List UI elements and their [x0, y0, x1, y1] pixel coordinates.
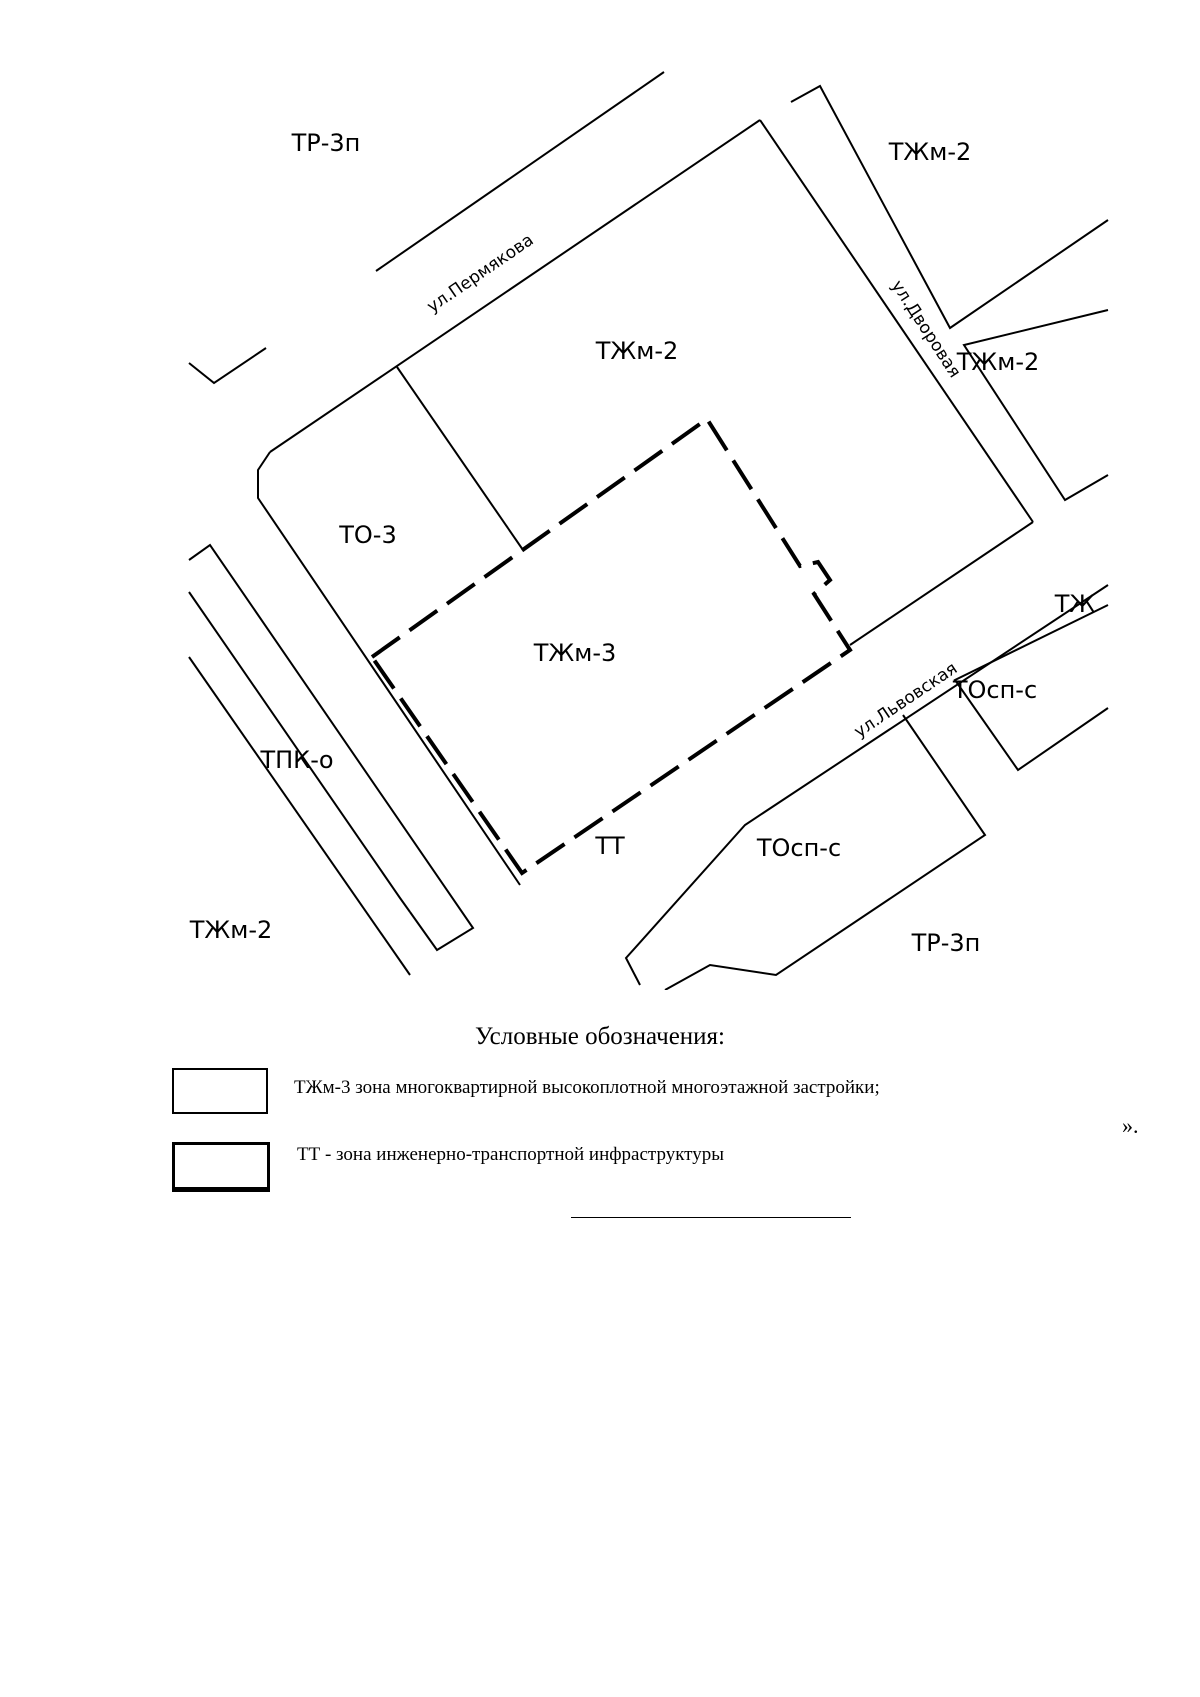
- legend-title: Условные обозначения:: [474, 1023, 726, 1050]
- block-outline: [790, 84, 1109, 330]
- street-label-permyakova: ул.Пермякова: [424, 230, 538, 317]
- tzhm3-boundary: [370, 416, 853, 876]
- zoning-map: ТР-3п ТЖм-2 ТЖм-2 ТЖм-2 ТО-3 ТЖм-3 ТПК-о…: [188, 71, 1109, 990]
- zone-label-tr3p-bottom: ТР-3п: [911, 929, 981, 957]
- zone-label-tosp-c-right: ТОсп-с: [952, 676, 1037, 704]
- street-line: [269, 119, 761, 453]
- street-line: [375, 71, 665, 272]
- zone-label-tzh-cut: ТЖ: [1054, 590, 1096, 618]
- zone-label-to3: ТО-3: [338, 521, 396, 549]
- street-line: [188, 656, 411, 976]
- legend-text-tt: ТТ - зона инженерно-транспортной инфраст…: [297, 1144, 724, 1165]
- zone-label-tzhm2-right: ТЖм-2: [956, 348, 1040, 376]
- street-label-dvorovaya: ул.Дворовая: [887, 277, 965, 382]
- zone-label-tpko: ТПК-о: [259, 746, 333, 774]
- zone-label-tosp-c-bottom: ТОсп-с: [756, 834, 841, 862]
- block-outline: [396, 366, 524, 551]
- block-outline: [257, 451, 521, 886]
- street-line: [188, 543, 475, 952]
- zone-label-tr3p-top: ТР-3п: [291, 129, 361, 157]
- block-outline: [664, 714, 987, 990]
- legend-text-tzhm3: ТЖм-3 зона многоквартирной высокоплотной…: [294, 1077, 880, 1098]
- street-line: [624, 584, 1109, 986]
- street-line: [188, 347, 267, 385]
- zone-label-tzhm2-center: ТЖм-2: [595, 337, 679, 365]
- block-outline: [849, 521, 1034, 646]
- zone-label-tzhm2-bottom-left: ТЖм-2: [189, 916, 273, 944]
- block-outline: [759, 119, 1034, 523]
- block-outline: [953, 604, 1109, 772]
- zone-label-tzhm2-top-right: ТЖм-2: [888, 138, 972, 166]
- separator-line: [571, 1217, 851, 1218]
- legend-swatch-tt: [172, 1142, 270, 1190]
- zone-label-tzhm3: ТЖм-3: [533, 639, 617, 667]
- closing-mark: ».: [1122, 1113, 1139, 1138]
- street-line: [188, 591, 411, 913]
- legend-swatch-tzhm3: [172, 1068, 268, 1114]
- block-outline: [962, 309, 1109, 502]
- zone-label-tt: ТТ: [594, 832, 625, 860]
- street-label-lvovskaya: ул.Львовская: [851, 659, 962, 743]
